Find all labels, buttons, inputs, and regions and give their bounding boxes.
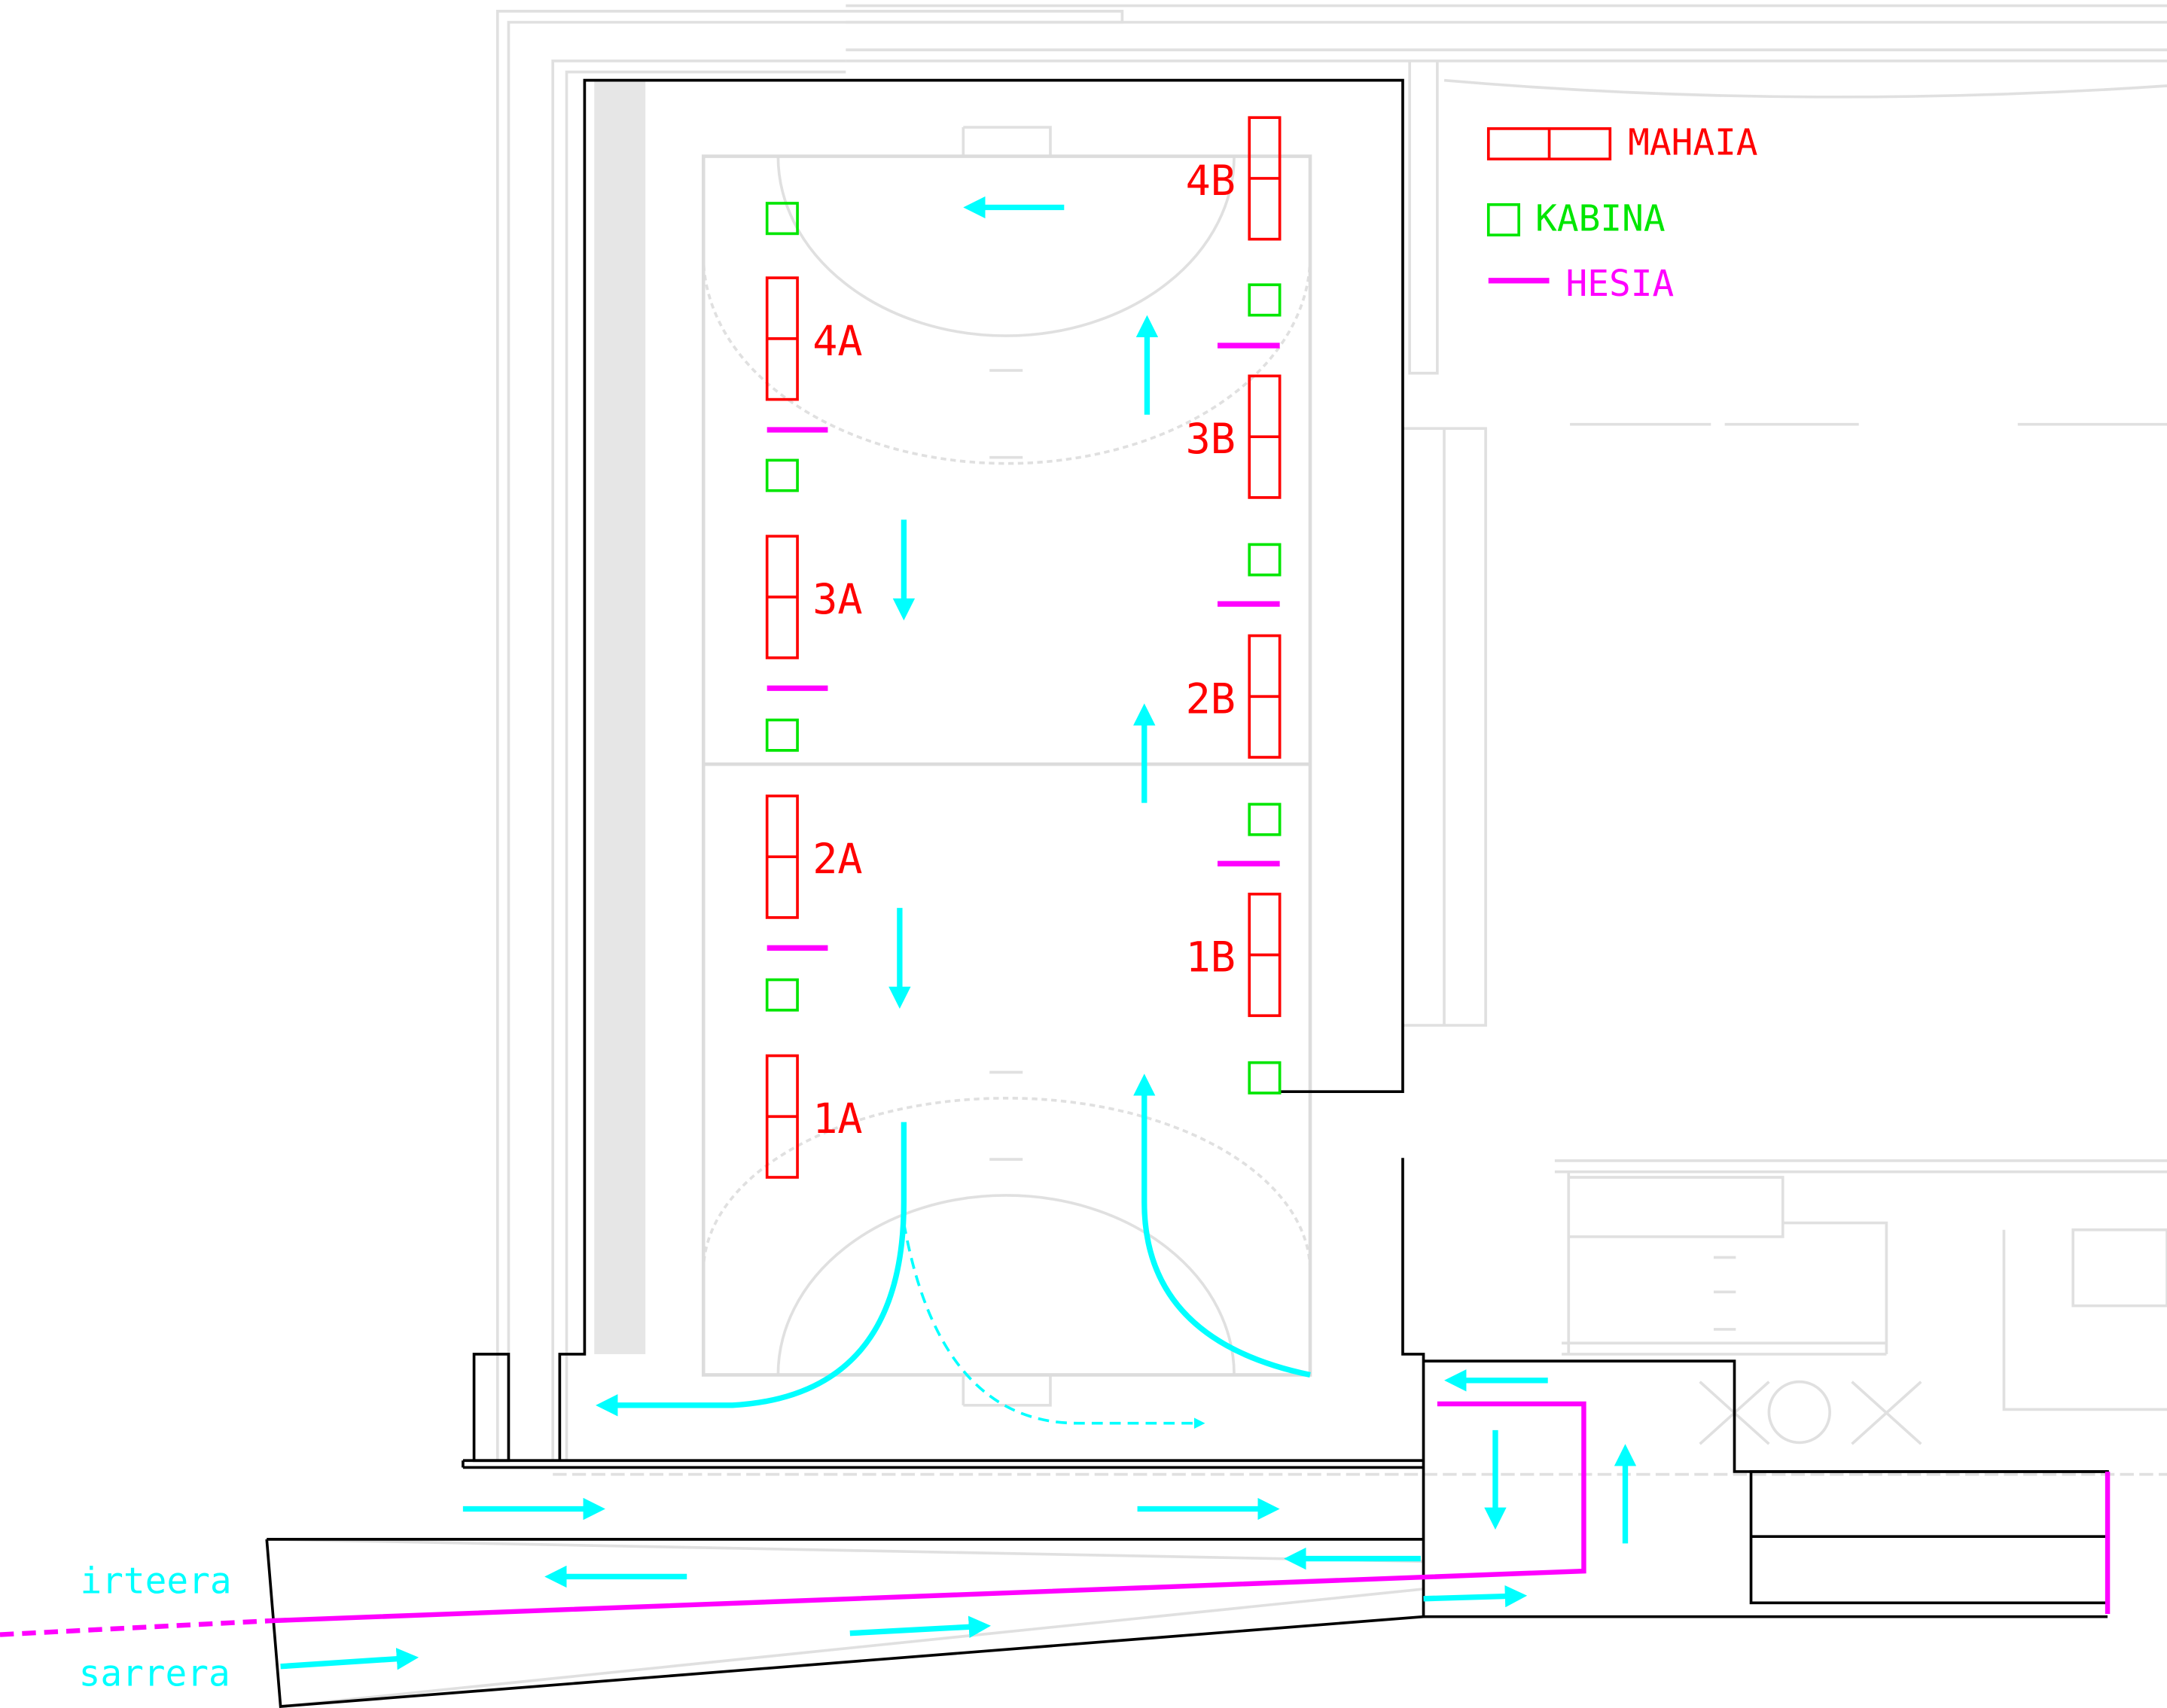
table-3B: 3B bbox=[1186, 374, 1282, 499]
booth bbox=[765, 458, 799, 492]
booth bbox=[765, 718, 799, 752]
barriers-layer bbox=[767, 343, 1280, 951]
barrier-route bbox=[0, 1401, 2111, 1637]
booths-layer bbox=[765, 202, 1282, 1095]
booth bbox=[1248, 283, 1282, 317]
table-label: 2B bbox=[1186, 674, 1236, 723]
booth bbox=[1248, 802, 1282, 836]
arrow-entry-curve bbox=[1133, 1073, 1311, 1378]
legend-booth-label: KABINA bbox=[1535, 199, 1665, 240]
booth bbox=[1248, 543, 1282, 577]
entry-label: sarrera bbox=[79, 1653, 230, 1694]
legend: MAHAIA KABINA HESIA bbox=[1486, 123, 1758, 305]
booth bbox=[1248, 1061, 1282, 1095]
table-label: 4A bbox=[812, 317, 862, 365]
arrow-exit-curve bbox=[596, 1122, 907, 1417]
table-2A: 2A bbox=[765, 794, 863, 919]
tables-layer: 4A 3A 2A 1A 4B 3B 2B 1B bbox=[765, 116, 1282, 1179]
table-label: 3A bbox=[812, 575, 862, 623]
arrow-dashed bbox=[902, 1222, 1205, 1429]
stands-strip bbox=[594, 80, 646, 1354]
legend-barrier-label: HESIA bbox=[1566, 263, 1675, 305]
background-architecture bbox=[267, 4, 2167, 1708]
table-label: 4B bbox=[1186, 157, 1236, 205]
flow-arrows bbox=[280, 196, 1637, 1670]
walls bbox=[265, 78, 2109, 1708]
table-4B: 4B bbox=[1186, 116, 1282, 241]
booth bbox=[765, 978, 799, 1012]
table-4A: 4A bbox=[765, 276, 863, 401]
table-2B: 2B bbox=[1186, 634, 1282, 759]
table-3A: 3A bbox=[765, 534, 863, 659]
legend-table-label: MAHAIA bbox=[1628, 123, 1757, 164]
table-label: 1A bbox=[812, 1095, 862, 1143]
table-1B: 1B bbox=[1186, 892, 1282, 1018]
table-1A: 1A bbox=[765, 1054, 863, 1179]
table-label: 3B bbox=[1186, 415, 1236, 463]
table-label: 1B bbox=[1186, 933, 1236, 982]
exit-label: irteera bbox=[80, 1560, 231, 1602]
legend-booth-icon bbox=[1486, 202, 1521, 237]
table-label: 2A bbox=[812, 835, 862, 883]
court bbox=[701, 154, 1312, 1377]
booth bbox=[765, 202, 799, 236]
